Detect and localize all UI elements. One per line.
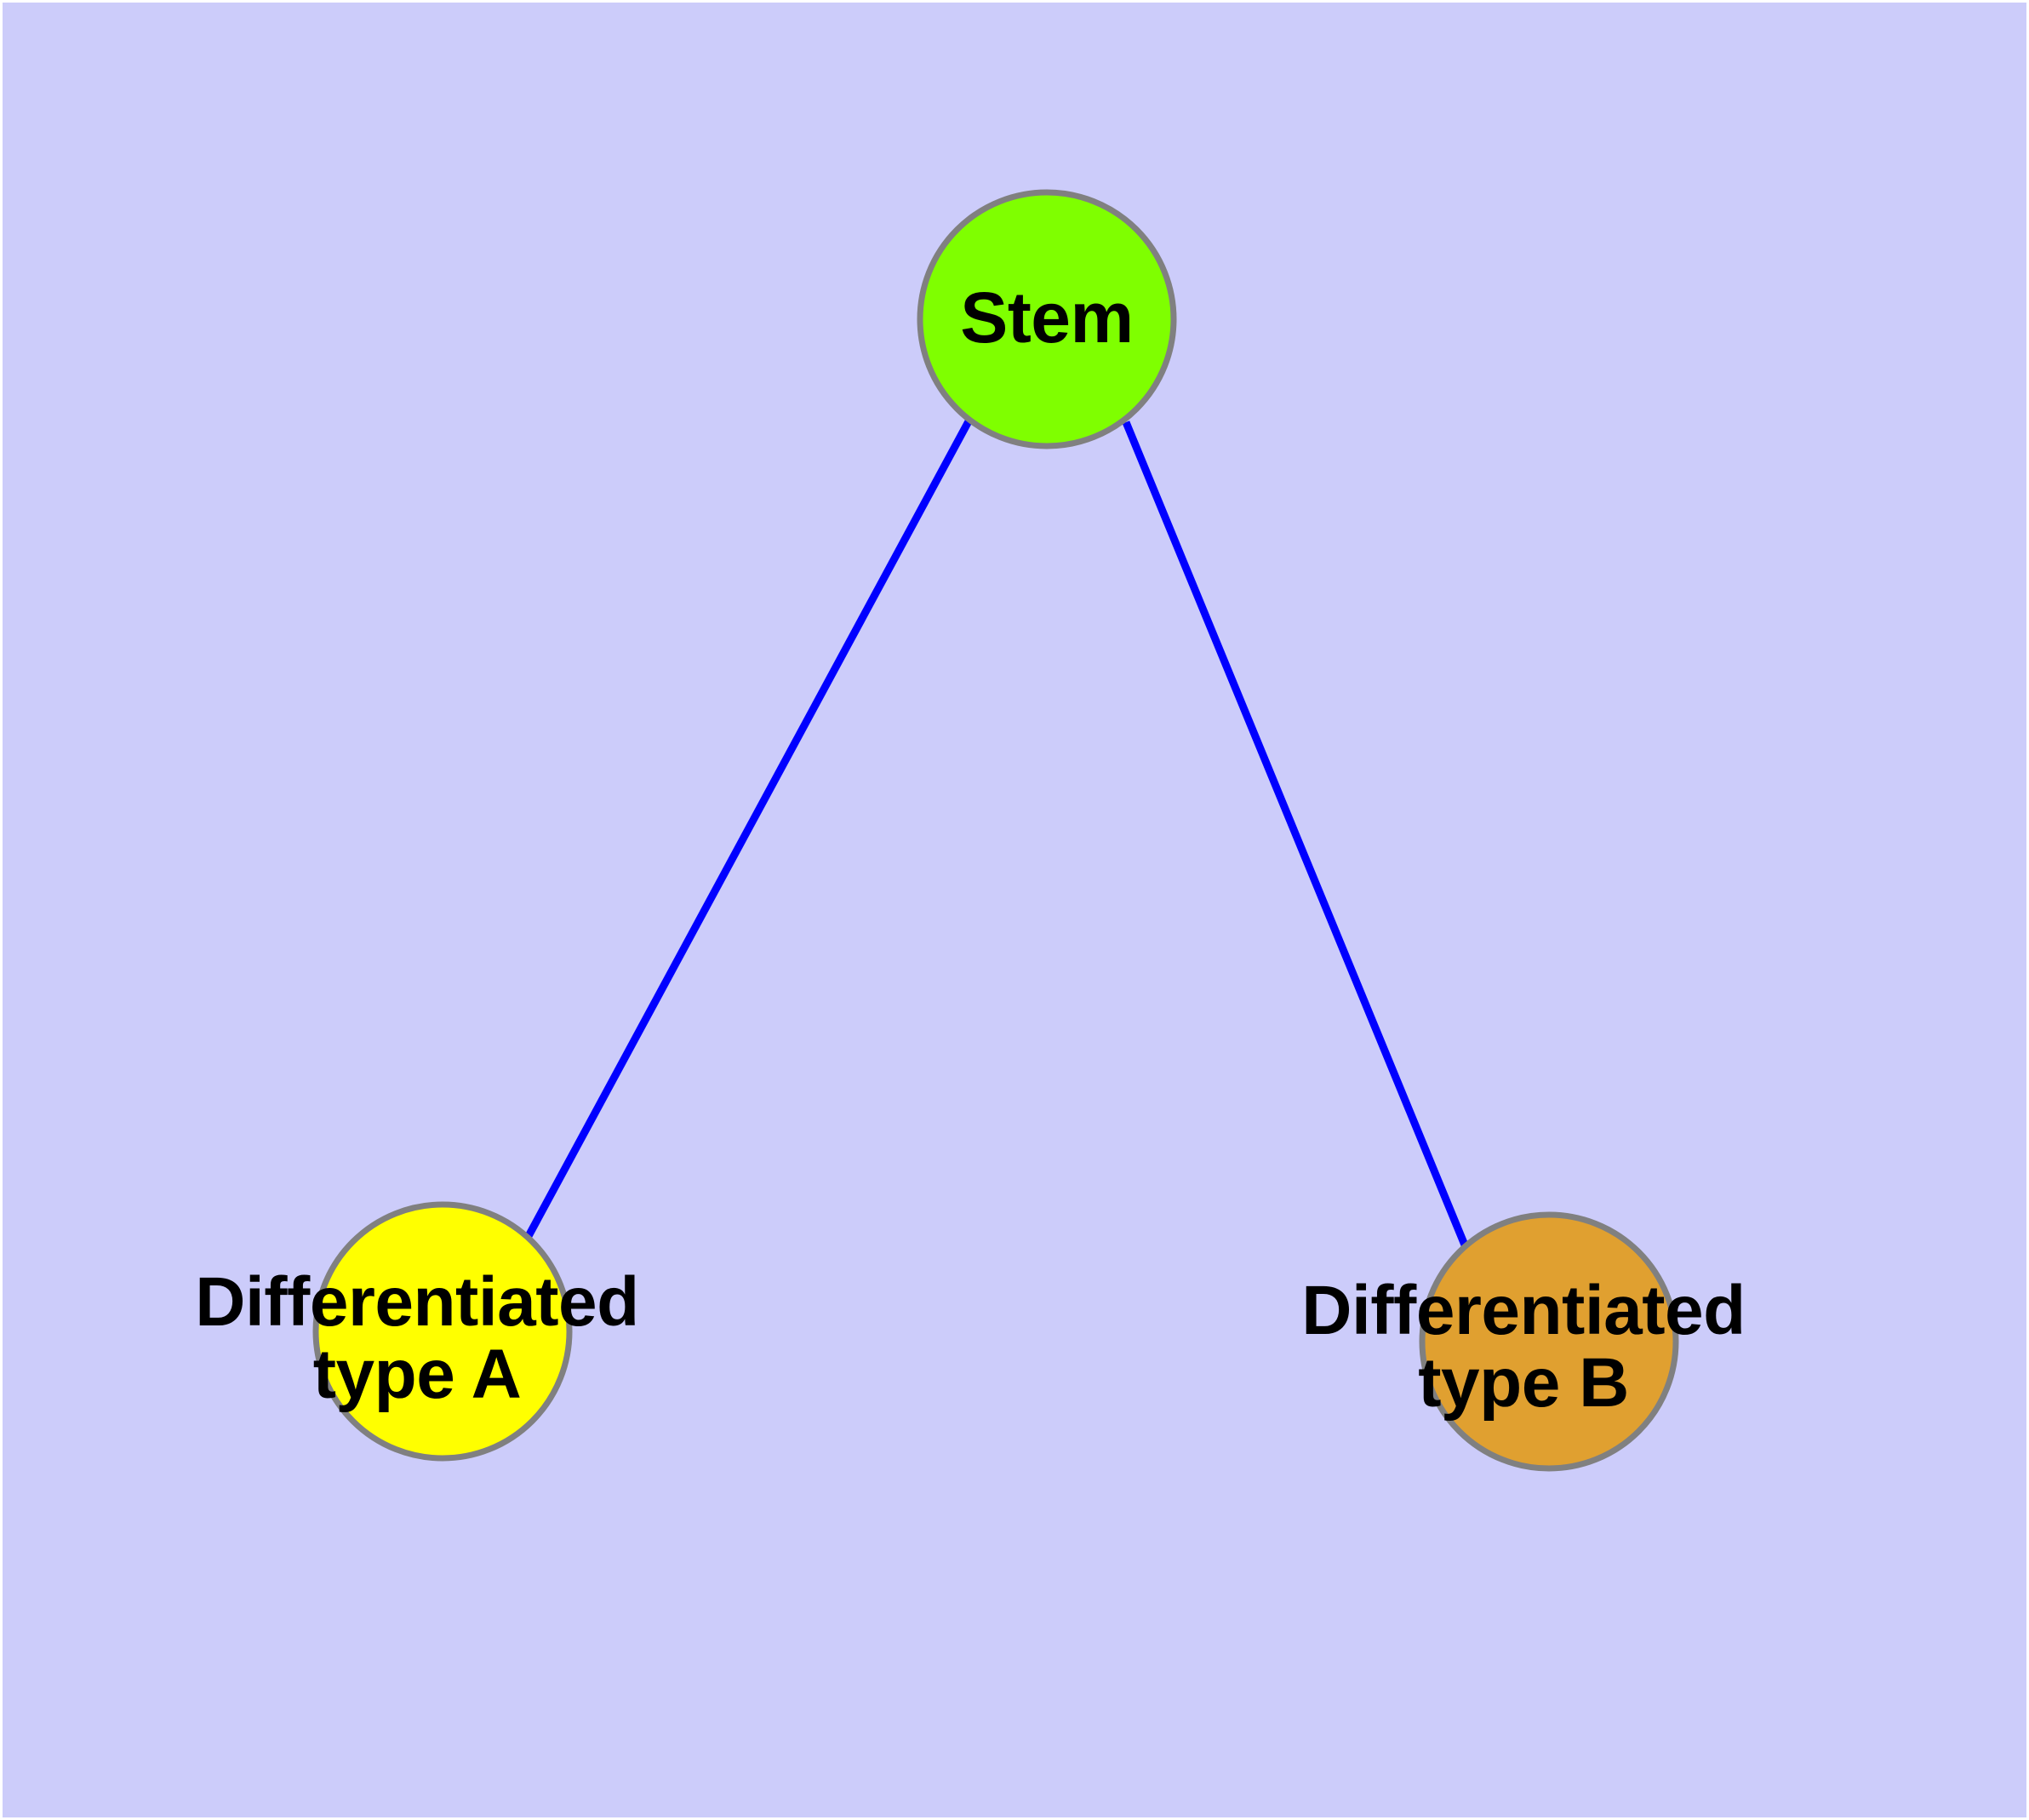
edge-stem-to-differentiated-type-b[interactable] (1122, 421, 1470, 1249)
node-layer (312, 189, 1679, 1472)
edge-layer (525, 419, 1470, 1249)
node-differentiated-type-b[interactable] (1419, 1211, 1679, 1472)
edge-stem-to-differentiated-type-a[interactable] (525, 419, 972, 1239)
node-differentiated-type-a[interactable] (312, 1201, 573, 1462)
node-stem[interactable] (917, 189, 1177, 449)
